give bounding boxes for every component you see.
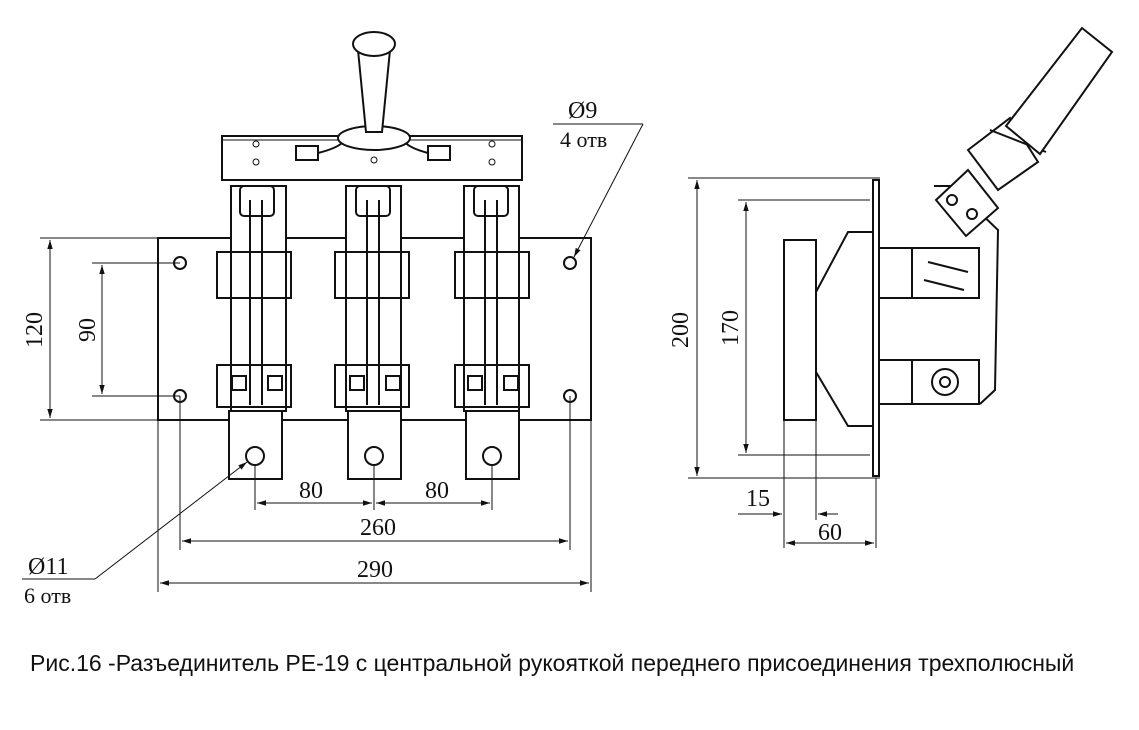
terminal-bolt <box>931 368 959 396</box>
hole-large-size: Ø11 <box>28 554 68 580</box>
side-view: 200 170 15 60 <box>668 26 1114 548</box>
dim-overall-height: 120 <box>22 312 48 348</box>
hole-large-count: 6 отв <box>24 583 71 608</box>
dim-base-thickness: 15 <box>746 486 770 512</box>
pole-left <box>216 185 292 480</box>
pole-right <box>454 185 530 480</box>
dim-pitch-right: 80 <box>425 478 449 504</box>
side-handle <box>934 26 1114 238</box>
dim-height-total: 200 <box>668 312 694 348</box>
front-view: 120 90 80 80 260 290 Ø11 6 отв Ø9 4 отв <box>22 31 644 608</box>
hole-small-count: 4 отв <box>560 127 607 152</box>
center-handle <box>337 31 411 151</box>
dim-depth: 60 <box>818 520 842 546</box>
hole-small-size: Ø9 <box>568 98 597 124</box>
dim-mount-span: 260 <box>360 515 396 541</box>
dim-height-inner: 170 <box>718 310 744 346</box>
dim-overall-width: 290 <box>357 557 393 583</box>
mount-hole <box>563 256 577 270</box>
dim-hole-vertical: 90 <box>75 318 101 342</box>
dim-pitch-left: 80 <box>299 478 323 504</box>
figure-caption: Рис.16 -Разъединитель РЕ-19 с центрально… <box>30 650 1075 676</box>
pole-center <box>334 185 410 480</box>
